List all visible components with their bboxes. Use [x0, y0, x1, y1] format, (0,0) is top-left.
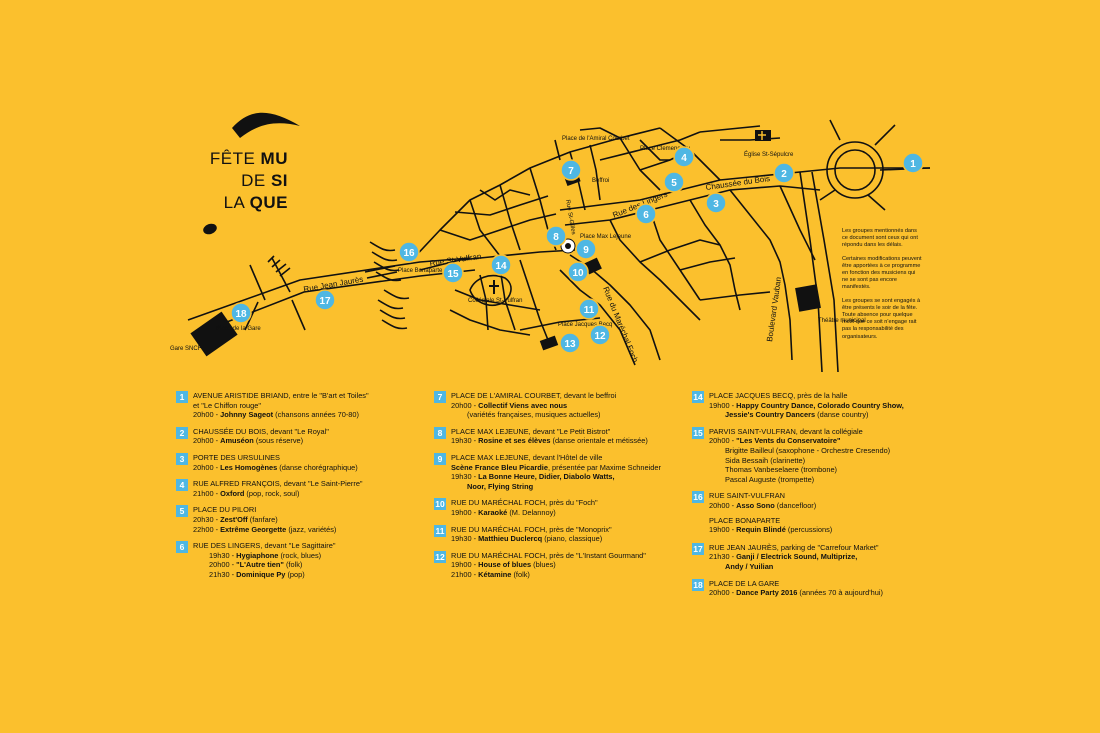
marker-4[interactable]: 4 [673, 146, 695, 168]
program-entry-2: 2 CHAUSSÉE DU BOIS, devant "Le Royal" 20… [176, 426, 416, 446]
svg-text:13: 13 [564, 339, 576, 350]
marker-3[interactable]: 3 [705, 192, 727, 214]
program-entry-1: 1 AVENUE ARISTIDE BRIAND, entre le "B'ar… [176, 391, 416, 420]
program-entry-15: 15 PARVIS SAINT-VULFRAN, devant la collé… [692, 426, 891, 484]
svg-text:5: 5 [671, 178, 677, 189]
label-rue-st-gilles: Rue St-Gilles [564, 199, 576, 235]
program-entry-14: 14 PLACE JACQUES BECQ, près de la halle … [692, 391, 904, 420]
collegiale-cross [489, 280, 499, 294]
program-column-3: 14 PLACE JACQUES BECQ, près de la halle … [692, 391, 942, 605]
marker-11[interactable]: 11 [578, 298, 600, 320]
label-collegiale: Collégiale St-Vulfran [468, 298, 522, 304]
marker-9[interactable]: 9 [575, 238, 597, 260]
label-theatre: Théâtre municipal [818, 318, 866, 324]
marker-6[interactable]: 6 [635, 203, 657, 225]
street-network [187, 119, 931, 373]
marker-8[interactable]: 8 [545, 225, 567, 247]
program-entry-10: 10 RUE DU MARÉCHAL FOCH, près du "Foch" … [434, 498, 598, 517]
label-gare-sncf: Gare SNCF [170, 346, 202, 352]
program-entry-16b: PLACE BONAPARTE 19h00 - Requin Blindé (p… [709, 515, 833, 535]
marker-7[interactable]: 7 [560, 159, 582, 181]
svg-text:8: 8 [553, 232, 559, 243]
marker-1[interactable]: 1 [902, 152, 924, 174]
label-eglise: Église St-Sépulcre [744, 151, 794, 158]
title-row-1: FÊTE MU [209, 149, 288, 168]
title-row-2: DE SI [241, 171, 288, 190]
note-3: Les groupes se sont engagés à être prése… [842, 297, 921, 340]
program-entry-7: 7 PLACE DE L'AMIRAL COURBET, devant le b… [434, 391, 684, 420]
program-entry-9: 9 PLACE MAX LEJEUNE, devant l'Hôtel de v… [434, 452, 684, 491]
program-entry-11: 11 RUE DU MARÉCHAL FOCH, près de "Monopr… [434, 524, 612, 544]
marker-14[interactable]: 14 [490, 254, 512, 276]
svg-text:17: 17 [319, 296, 331, 307]
place-max-lejeune-dot [565, 243, 571, 249]
title-row-3: LA QUE [223, 193, 288, 212]
program-column-1: 1 AVENUE ARISTIDE BRIAND, entre le "B'ar… [176, 391, 416, 587]
side-notes: Les groupes mentionnés dans ce document … [842, 228, 922, 347]
program-entry-18: 18 PLACE DE LA GARE 20h00 - Dance Party … [692, 578, 883, 598]
svg-text:18: 18 [235, 309, 247, 320]
marker-17[interactable]: 17 [314, 289, 336, 311]
svg-text:1: 1 [910, 159, 916, 170]
svg-text:16: 16 [403, 248, 415, 259]
buildings [190, 130, 821, 357]
svg-text:10: 10 [572, 268, 584, 279]
marker-10[interactable]: 10 [567, 261, 589, 283]
svg-text:11: 11 [584, 305, 595, 316]
marker-2[interactable]: 2 [773, 162, 795, 184]
program-entry-16: 16 RUE SAINT-VULFRAN 20h00 - Asso Sono (… [692, 491, 817, 510]
svg-text:9: 9 [583, 245, 589, 256]
marker-18[interactable]: 18 [230, 302, 252, 324]
marker-13[interactable]: 13 [559, 332, 581, 354]
program-entry-3: 3 PORTE DES URSULINES 20h00 - Les Homogè… [176, 452, 416, 472]
label-place-max-lejeune: Place Max Lejeune [580, 234, 632, 240]
church-cross [758, 131, 766, 140]
label-place-amiral: Place de l'Amiral Courbet [562, 136, 630, 142]
program-entry-8: 8 PLACE MAX LEJEUNE, devant "Le Petit Bi… [434, 426, 684, 446]
svg-text:4: 4 [681, 153, 687, 164]
marker-15[interactable]: 15 [442, 262, 464, 284]
label-place-bonaparte: Place Bonaparte [398, 268, 443, 274]
label-place-gare: Place de la Gare [216, 326, 261, 332]
label-beffroi: Beffroi [592, 178, 609, 184]
marker-12[interactable]: 12 [589, 324, 611, 346]
logo-swoosh [232, 112, 300, 138]
logo-note-head [203, 223, 217, 235]
note-1: Les groupes mentionnés dans ce document … [842, 228, 918, 249]
note-2: Certaines modifications peuvent être app… [842, 255, 922, 291]
label-place-clemenceau: Place Clemenceau [640, 146, 690, 152]
svg-text:7: 7 [568, 166, 574, 177]
event-title: FÊTE MU DE SI LA QUE [190, 148, 288, 214]
marker-5[interactable]: 5 [663, 171, 685, 193]
label-place-jacques-becq: Place Jacques Becq [558, 322, 612, 328]
program-entry-12: 12 RUE DU MARÉCHAL FOCH, près de "L'Inst… [434, 550, 646, 579]
program-entry-17: 17 RUE JEAN JAURÈS, parking de "Carrefou… [692, 542, 879, 571]
svg-text:3: 3 [713, 199, 719, 210]
program-entry-6: 6 RUE DES LINGERS, devant "Le Sagittaire… [176, 541, 416, 579]
program-entry-5: 5 PLACE DU PILORI 20h30 - Zest'Off (fanf… [176, 505, 416, 534]
marker-16[interactable]: 16 [398, 241, 420, 263]
program-entry-4: 4 RUE ALFRED FRANÇOIS, devant "Le Saint-… [176, 479, 416, 498]
program-column-2: 7 PLACE DE L'AMIRAL COURBET, devant le b… [434, 391, 684, 587]
svg-text:15: 15 [447, 269, 459, 280]
svg-text:14: 14 [495, 261, 507, 272]
svg-text:12: 12 [594, 331, 606, 342]
label-boulevard-vauban: Boulevard Vauban [765, 276, 783, 342]
city-map: Rue Jean Jaurès Rue St-Vulfran Chaussée … [170, 112, 931, 373]
svg-text:6: 6 [643, 210, 649, 221]
svg-text:2: 2 [781, 169, 787, 180]
